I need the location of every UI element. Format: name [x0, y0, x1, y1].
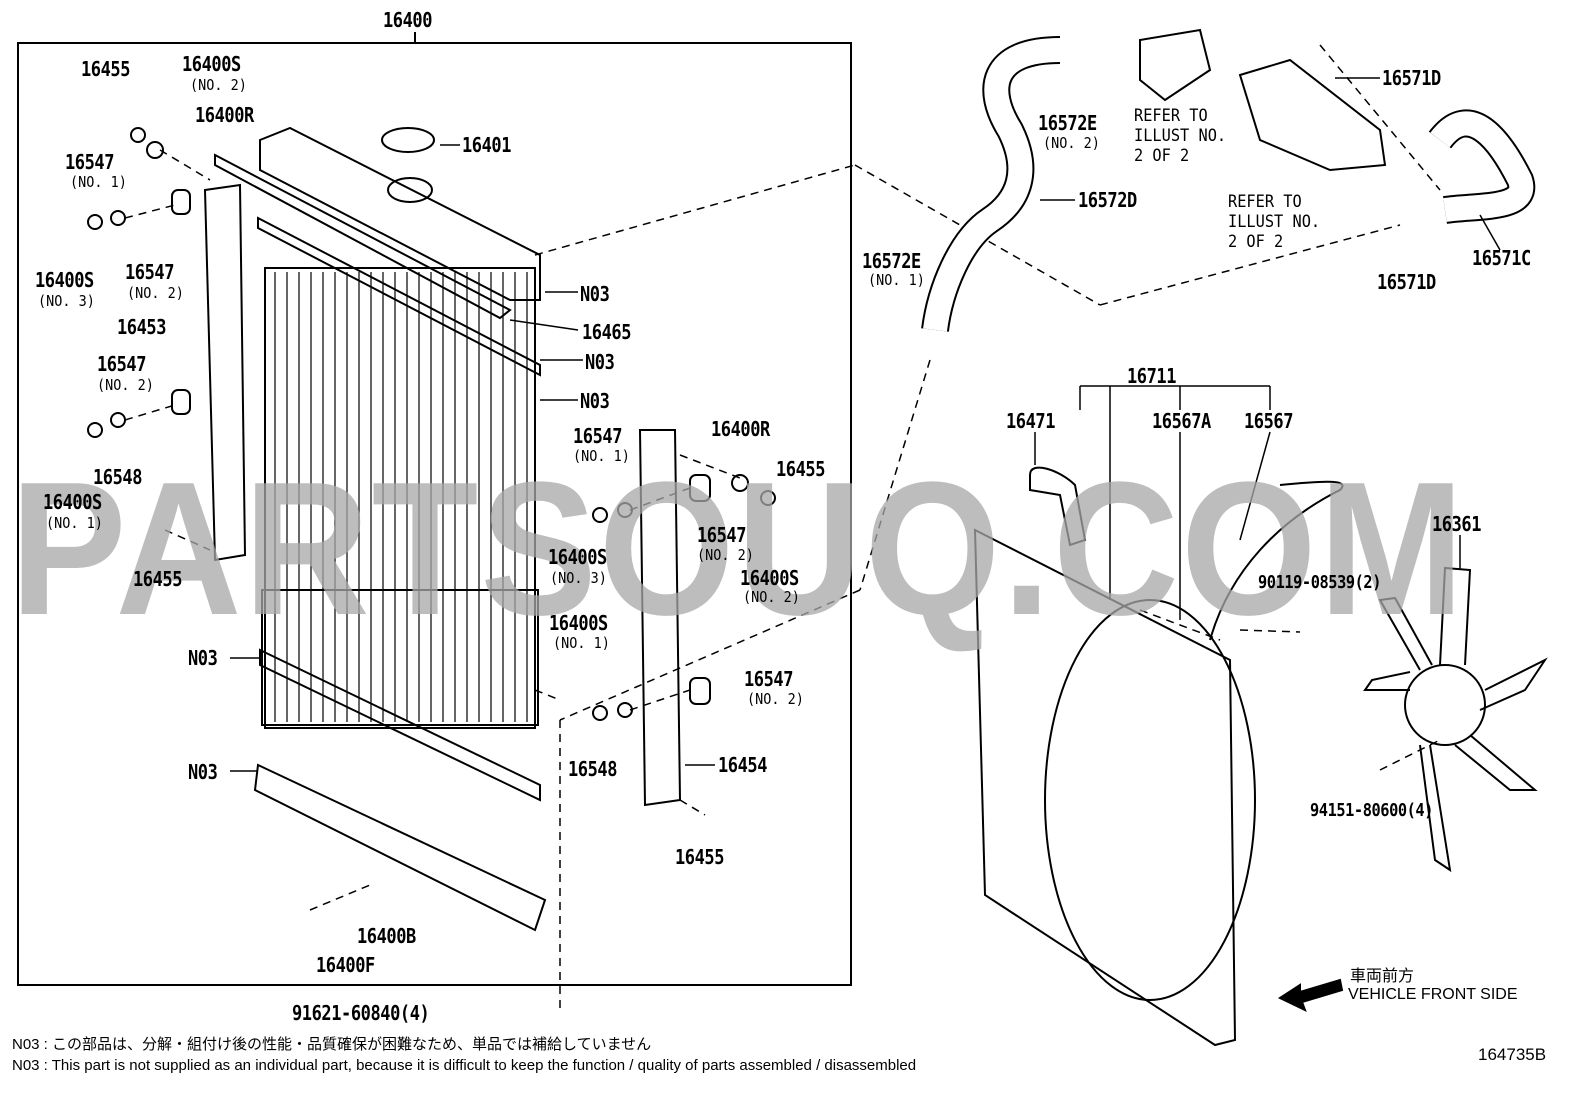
leader-lines [230, 77, 1501, 772]
tube-16567 [1209, 480, 1344, 641]
label-16571D: 16571D [1382, 66, 1441, 90]
label-16453: 16453 [117, 315, 167, 339]
label-16400S: 16400S [182, 52, 241, 76]
shroud-opening [1044, 599, 1256, 1001]
label-16548: 16548 [93, 465, 143, 489]
label-sub: (NO. 2) [697, 546, 754, 564]
label-16471: 16471 [1006, 409, 1056, 433]
label-sub: (NO. 1) [573, 447, 630, 465]
label-16711: 16711 [1127, 364, 1177, 388]
fan-shroud [973, 528, 1237, 1047]
label-sub: (NO. 2) [127, 284, 184, 302]
label-16400R: 16400R [195, 103, 254, 127]
label-16400R: 16400R [711, 417, 770, 441]
label-n03: N03 [585, 350, 615, 374]
label-16567: 16567 [1244, 409, 1294, 433]
label-94151: 94151-80600(4) [1310, 800, 1434, 821]
grommets [87, 127, 776, 721]
upper-tank [259, 126, 541, 301]
label-sub: (NO. 1) [46, 514, 103, 532]
seal-16465 [214, 153, 512, 320]
label-16572E: 16572E [1038, 111, 1097, 135]
refer-note: REFER TO ILLUST NO. 2 OF 2 [1228, 192, 1321, 252]
refer-note: REFER TO ILLUST NO. 2 OF 2 [1134, 106, 1227, 166]
direction-en: VEHICLE FRONT SIDE [1348, 986, 1518, 1003]
label-16547: 16547 [65, 150, 115, 174]
water-outlet [1238, 58, 1387, 172]
label-n03: N03 [580, 282, 610, 306]
label-16400B: 16400B [357, 924, 416, 948]
label-sub: (NO. 1) [553, 634, 610, 652]
lower-tank [253, 763, 547, 932]
label-16547: 16547 [573, 424, 623, 448]
note-en: N03 : This part is not supplied as an in… [12, 1057, 917, 1074]
support-16453 [203, 183, 247, 562]
label-sub: (NO. 2) [743, 588, 800, 606]
label-91621: 91621-60840(4) [292, 1001, 430, 1025]
label-16455: 16455 [81, 57, 131, 81]
label-16547: 16547 [697, 523, 747, 547]
diagram-id: 164735B [1478, 1045, 1547, 1064]
label-16572D: 16572D [1078, 188, 1137, 212]
radiator-cap [387, 177, 433, 203]
label-16400: 16400 [383, 8, 433, 32]
label-16361: 16361 [1432, 512, 1482, 536]
label-n03: N03 [580, 389, 610, 413]
direction-jp: 車両前方 [1350, 968, 1415, 985]
label-16547: 16547 [125, 260, 175, 284]
label-16547: 16547 [744, 667, 794, 691]
label-sub: (NO. 2) [97, 376, 154, 394]
label-sub: (NO. 1) [70, 173, 127, 191]
hose-16471 [1029, 466, 1087, 547]
label-sub: (NO. 3) [38, 292, 95, 310]
cap-16401 [381, 127, 435, 153]
label-16465: 16465 [582, 320, 632, 344]
label-16455: 16455 [675, 845, 725, 869]
note-jp: N03 : この部品は、分解・組付け後の性能・品質確保が困難なため、単品では補給… [12, 1036, 652, 1053]
label-16400F: 16400F [316, 953, 375, 977]
radiator-core [261, 267, 539, 729]
label-16571D: 16571D [1377, 270, 1436, 294]
fan-16361 [1363, 566, 1548, 873]
leader-dashes [124, 44, 1441, 1010]
label-16572E: 16572E [862, 249, 921, 273]
label-16400S: 16400S [43, 490, 102, 514]
label-16548: 16548 [568, 757, 618, 781]
label-16400S: 16400S [549, 611, 608, 635]
thermostat-housing [1139, 28, 1212, 102]
label-sub: (NO. 3) [550, 569, 607, 587]
gasket-n03-upper [257, 216, 541, 377]
label-16454: 16454 [718, 753, 768, 777]
label-16401: 16401 [462, 133, 512, 157]
label-sub: (NO. 2) [747, 690, 804, 708]
label-sub: (NO. 2) [190, 76, 247, 94]
label-16567A: 16567A [1152, 409, 1211, 433]
label-16455: 16455 [133, 567, 183, 591]
label-16400S: 16400S [35, 268, 94, 292]
gasket-n03-lower [259, 648, 541, 802]
label-90119: 90119-08539(2) [1258, 572, 1382, 593]
label-sub: (NO. 1) [868, 271, 925, 289]
label-16547: 16547 [97, 352, 147, 376]
label-n03: N03 [188, 760, 218, 784]
assembly-frame [17, 42, 852, 986]
label-16571C: 16571C [1472, 246, 1531, 270]
label-16400S: 16400S [548, 545, 607, 569]
label-16400S: 16400S [740, 566, 799, 590]
front-arrow-icon [1277, 978, 1344, 1012]
label-n03: N03 [188, 646, 218, 670]
label-sub: (NO. 2) [1043, 134, 1100, 152]
watermark: PARTSOUQ.COM [10, 443, 1467, 655]
label-16455: 16455 [776, 457, 826, 481]
